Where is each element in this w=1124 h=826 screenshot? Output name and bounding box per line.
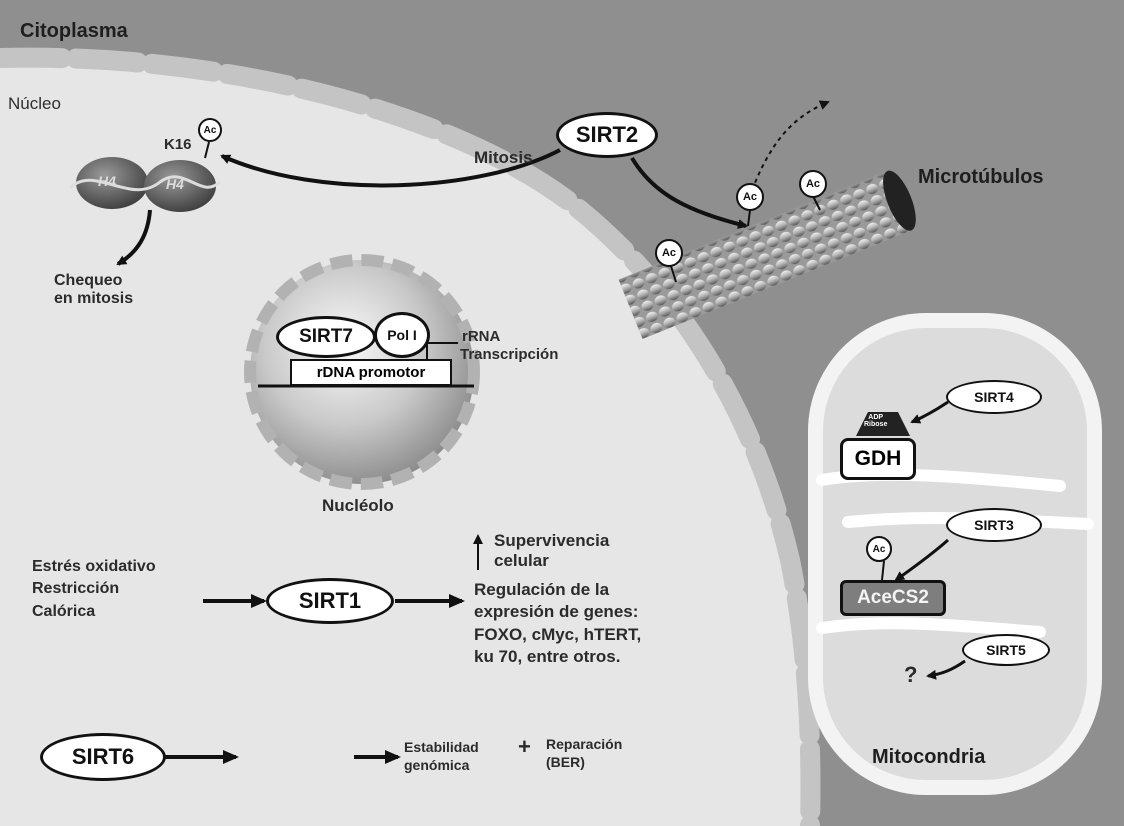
sirt2-to-histone-arrow — [220, 148, 561, 188]
microtubules-label: Microtúbulos — [918, 166, 1044, 188]
deacetylation-dotted-arrow — [751, 100, 830, 191]
sirt7-node: SIRT7 — [276, 316, 376, 358]
sirt4-node: SIRT4 — [946, 380, 1042, 414]
checkpoint-label: Chequeo en mitosis — [54, 272, 134, 308]
mitosis-label: Mitosis — [474, 148, 533, 167]
microtubule — [618, 170, 916, 339]
gdh-box: GDH — [840, 438, 916, 480]
survival-label: Supervivencia celular — [494, 531, 610, 571]
mitochondria-label: Mitocondria — [872, 746, 986, 768]
rdna-promoter-box: rDNA promotor — [290, 359, 452, 386]
sirt1-inputs-label: Estrés oxidativo Restricción Calórica — [32, 558, 156, 620]
sirt6-node: SIRT6 — [40, 733, 166, 781]
sirt2-node: SIRT2 — [556, 112, 658, 158]
rrna-label: rRNA — [462, 328, 501, 345]
histone-h4-left — [76, 157, 148, 209]
genomic-stability-label: Estabilidad genómica — [404, 739, 479, 774]
acetyl-badge-tubulin-3: Ac — [655, 239, 683, 267]
acetyl-badge-histone: Ac — [198, 118, 222, 142]
transcription-label: Transcripción — [460, 346, 559, 363]
histone-to-checkpoint-arrow — [116, 209, 152, 266]
sirt3-node: SIRT3 — [946, 508, 1042, 542]
unknown-target-question: ? — [904, 662, 918, 687]
nucleolus-label: Nucléolo — [322, 496, 394, 515]
repair-ber-label: Reparación (BER) — [546, 736, 623, 771]
nucleolus-border — [244, 254, 480, 490]
acetyl-badge-tubulin-2: Ac — [799, 170, 827, 198]
sirt5-node: SIRT5 — [962, 634, 1050, 666]
cytoplasm-label: Citoplasma — [20, 20, 128, 42]
h4-label-right: H4 — [166, 176, 184, 192]
sirt3-arrow — [894, 538, 949, 582]
sirt4-arrow — [910, 400, 949, 424]
pol1-node: Pol I — [374, 312, 430, 358]
adp-ribose-shape — [856, 412, 910, 436]
acetyl-badge-acecs2: Ac — [866, 536, 892, 562]
gene-regulation-label: Regulación de la expresión de genes: FOX… — [474, 580, 642, 667]
sirt1-node: SIRT1 — [266, 578, 394, 624]
dna-wrap — [68, 175, 222, 192]
h4-label-left: H4 — [98, 173, 116, 189]
sirt2-to-microtubule-arrow — [630, 156, 748, 229]
ac-stem-k16 — [204, 141, 210, 159]
k16-label: K16 — [164, 136, 192, 153]
histone-h4-right — [144, 160, 216, 212]
nucleus-label: Núcleo — [8, 94, 61, 113]
plus-sign: + — [518, 734, 531, 759]
adp-ribose-label: ADP Ribose — [864, 414, 888, 428]
acetyl-badge-tubulin-1: Ac — [736, 183, 764, 211]
crista-3 — [816, 617, 1046, 638]
acecs2-box: AceCS2 — [840, 580, 946, 616]
sirt5-arrow — [926, 659, 966, 680]
